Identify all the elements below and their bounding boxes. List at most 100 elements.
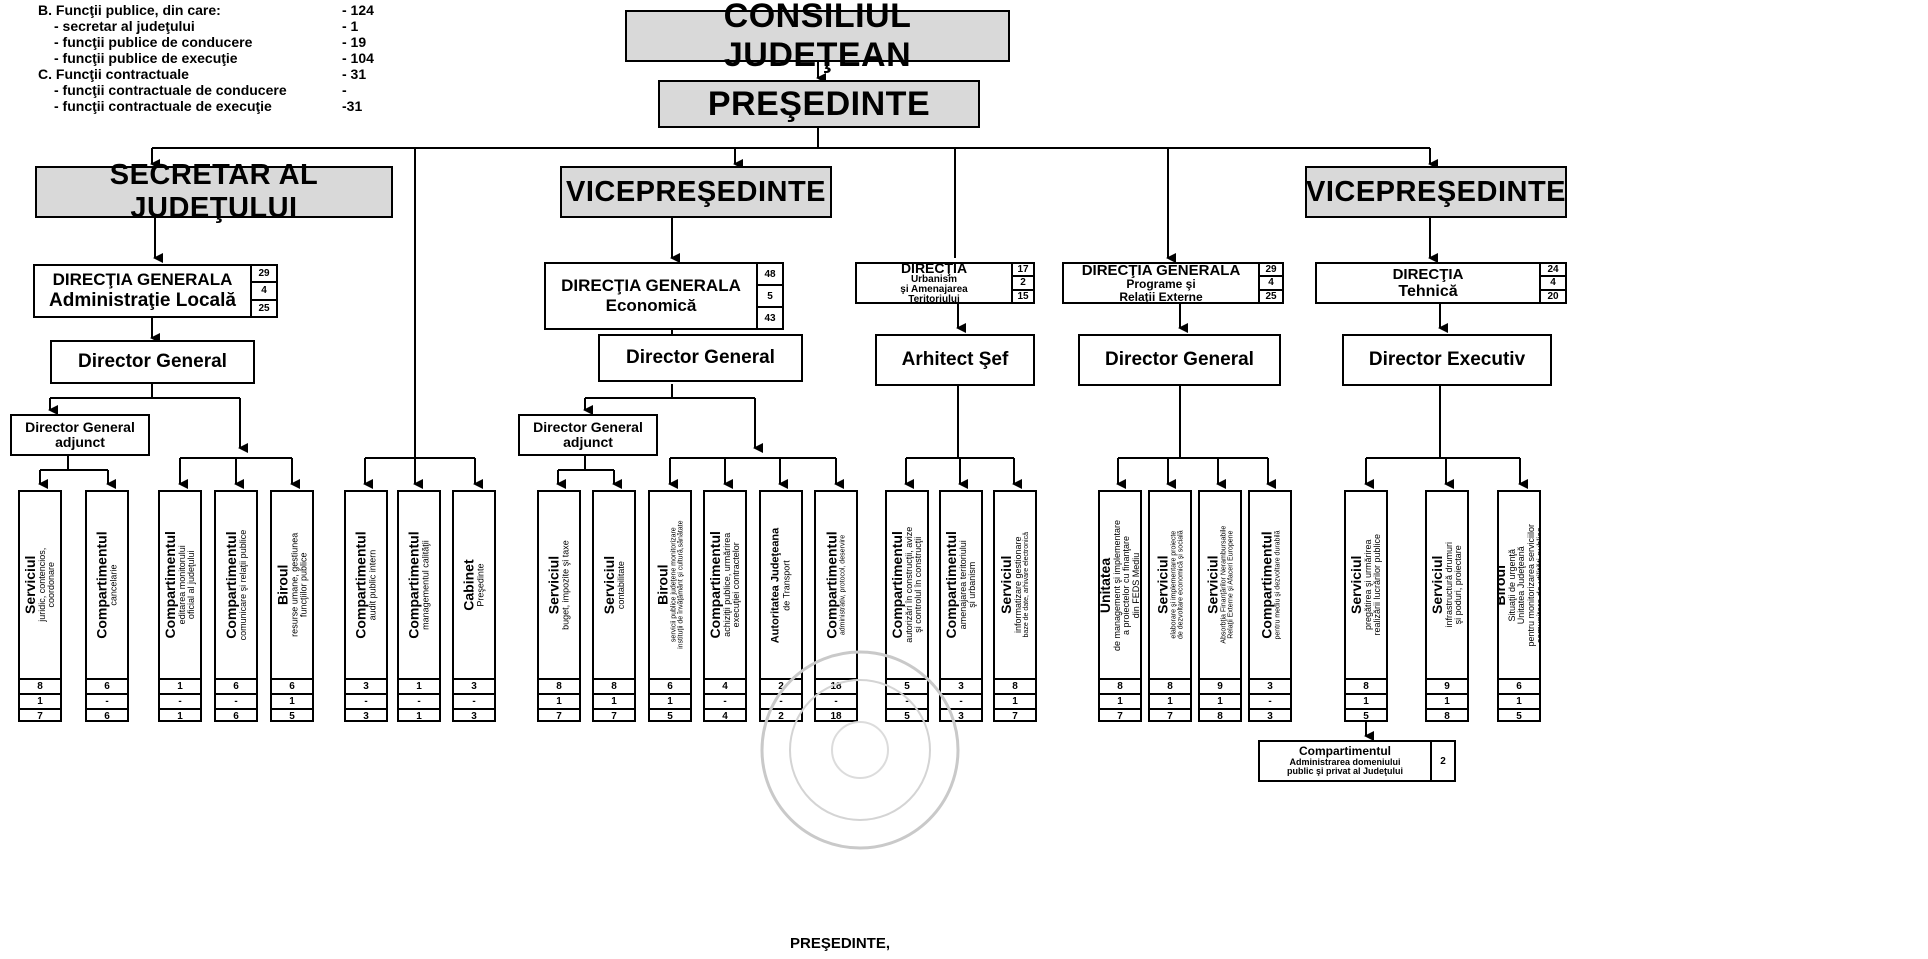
unit-description: şi urbanism xyxy=(967,562,978,609)
stat-label: - funcţii publice de conducere xyxy=(54,34,253,50)
directorate-total: 24 xyxy=(1541,264,1565,278)
unit-description: managementul calităţii xyxy=(420,540,431,630)
unit-title: Compartimentul xyxy=(1257,531,1274,639)
vice-president-box-1: VICEPREŞEDINTE xyxy=(560,166,832,218)
unit-count: - xyxy=(87,693,127,708)
unit-count: 3 xyxy=(454,678,494,693)
unit-description: şi poduri, proiectare xyxy=(1453,545,1464,625)
directorate-total: 48 xyxy=(758,264,782,286)
unit-count: - xyxy=(216,693,256,708)
directorate-line1: DIRECŢIA xyxy=(900,260,968,276)
manager-title: Director General xyxy=(626,347,775,368)
unit-title: Serviciul xyxy=(1429,555,1446,615)
unit-description: servicii publice judeţene monitorizare xyxy=(670,527,677,643)
unit-description: buget, impozite şi taxe xyxy=(560,540,571,630)
stat-value: - xyxy=(342,82,347,98)
directorate-total: 17 xyxy=(1013,264,1033,278)
unit-count: 1 xyxy=(539,693,579,708)
directorate-programs: DIRECŢIA GENERALA Programe şi Relaţii Ex… xyxy=(1062,262,1284,304)
unit-description: Unitatea Judeţeană xyxy=(1515,545,1526,625)
unit-title: Compartimentul xyxy=(162,531,179,639)
unit-count: 8 xyxy=(1200,708,1240,723)
unit-title: Compartimentul xyxy=(93,531,110,639)
stat-value: - 124 xyxy=(342,2,374,18)
manager-title: Arhitect Şef xyxy=(901,349,1009,370)
subunit-line1: Compartimentul xyxy=(1298,744,1391,759)
unit-count: 1 xyxy=(1427,693,1467,708)
directorate-line2: Economică xyxy=(605,296,697,315)
unit-count: 1 xyxy=(272,693,312,708)
secretary-box: SECRETAR AL JUDEŢULUI xyxy=(35,159,393,224)
unit-description: baze de date, arhivare electronică xyxy=(1023,532,1031,638)
unit-description: informatizare gestionare xyxy=(1012,536,1023,634)
unit-count: 7 xyxy=(539,708,579,723)
unit-description: coordonare xyxy=(46,562,57,608)
unit-count: 1 xyxy=(1150,693,1190,708)
stat-label: - funcţii publice de execuţie xyxy=(54,50,238,66)
unit-count: 3 xyxy=(1250,678,1290,693)
stat-label: - secretar al judeţului xyxy=(54,18,195,34)
directorate-line3: Relaţii Externe xyxy=(1119,289,1203,304)
stat-value: - 104 xyxy=(342,50,374,66)
manager-box-3: Arhitect Şef xyxy=(875,334,1035,386)
unit-title: Serviciul xyxy=(600,555,617,615)
unit-count: 3 xyxy=(346,678,386,693)
directorate-leadership: 4 xyxy=(1541,277,1565,291)
manager-box-2: Director General xyxy=(598,334,803,382)
directorate-leadership: 2 xyxy=(1013,277,1033,291)
unit-count: 8 xyxy=(1427,708,1467,723)
unit-title: Biroul xyxy=(274,564,291,606)
unit-count: 7 xyxy=(594,708,634,723)
directorate-leadership: 4 xyxy=(1260,277,1282,291)
unit-count: 2 xyxy=(761,678,801,693)
directorate-line1: DIRECŢIA GENERALA xyxy=(52,270,233,289)
unit-title: Compartimentul xyxy=(889,531,906,639)
unit-count: 9 xyxy=(1200,678,1240,693)
unit-title: Compartimentul xyxy=(352,531,369,639)
deputy-line1: Director General xyxy=(25,418,135,435)
directorate-execution: 25 xyxy=(258,302,270,314)
directorate-line1: DIRECŢIA GENERALA xyxy=(561,276,741,295)
unit-count: - xyxy=(346,693,386,708)
unit-title: Biroul xyxy=(654,564,671,606)
unit-count: 1 xyxy=(20,693,60,708)
stat-label: - funcţii contractuale de execuţie xyxy=(54,98,272,114)
unit-count: 6 xyxy=(650,678,690,693)
unit-count: 1 xyxy=(594,693,634,708)
subunit-domain-administration: Compartimentul Administrarea domeniului … xyxy=(1258,740,1456,782)
unit-count: 8 xyxy=(539,678,579,693)
unit-description: comunicare şi relaţii publice xyxy=(237,529,248,641)
unit-count: 1 xyxy=(1499,693,1539,708)
directorate-line1: DIRECŢIA GENERALA xyxy=(1081,261,1241,279)
directorate-total: 29 xyxy=(1260,264,1282,278)
signature-label: PREŞEDINTE, xyxy=(790,935,891,952)
manager-title: Director Executiv xyxy=(1368,349,1526,370)
directorate-line4: Teritoriului xyxy=(908,294,960,305)
unit-count: 8 xyxy=(1150,678,1190,693)
unit-count: - xyxy=(705,693,745,708)
stat-label: B. Funcţii publice, din care: xyxy=(38,2,221,18)
unit-count: 1 xyxy=(399,678,439,693)
unit-title: Serviciul xyxy=(1348,555,1365,615)
unit-count: 7 xyxy=(1100,708,1140,723)
president-title: PREŞEDINTE xyxy=(707,84,931,123)
unit-count: 1 xyxy=(160,708,200,723)
unit-title: Serviciul xyxy=(998,555,1015,615)
unit-count: 7 xyxy=(1150,708,1190,723)
directorate-execution: 15 xyxy=(1017,290,1029,302)
unit-count: - xyxy=(454,693,494,708)
unit-description: comunitare de utilităţi publice xyxy=(1534,526,1539,644)
